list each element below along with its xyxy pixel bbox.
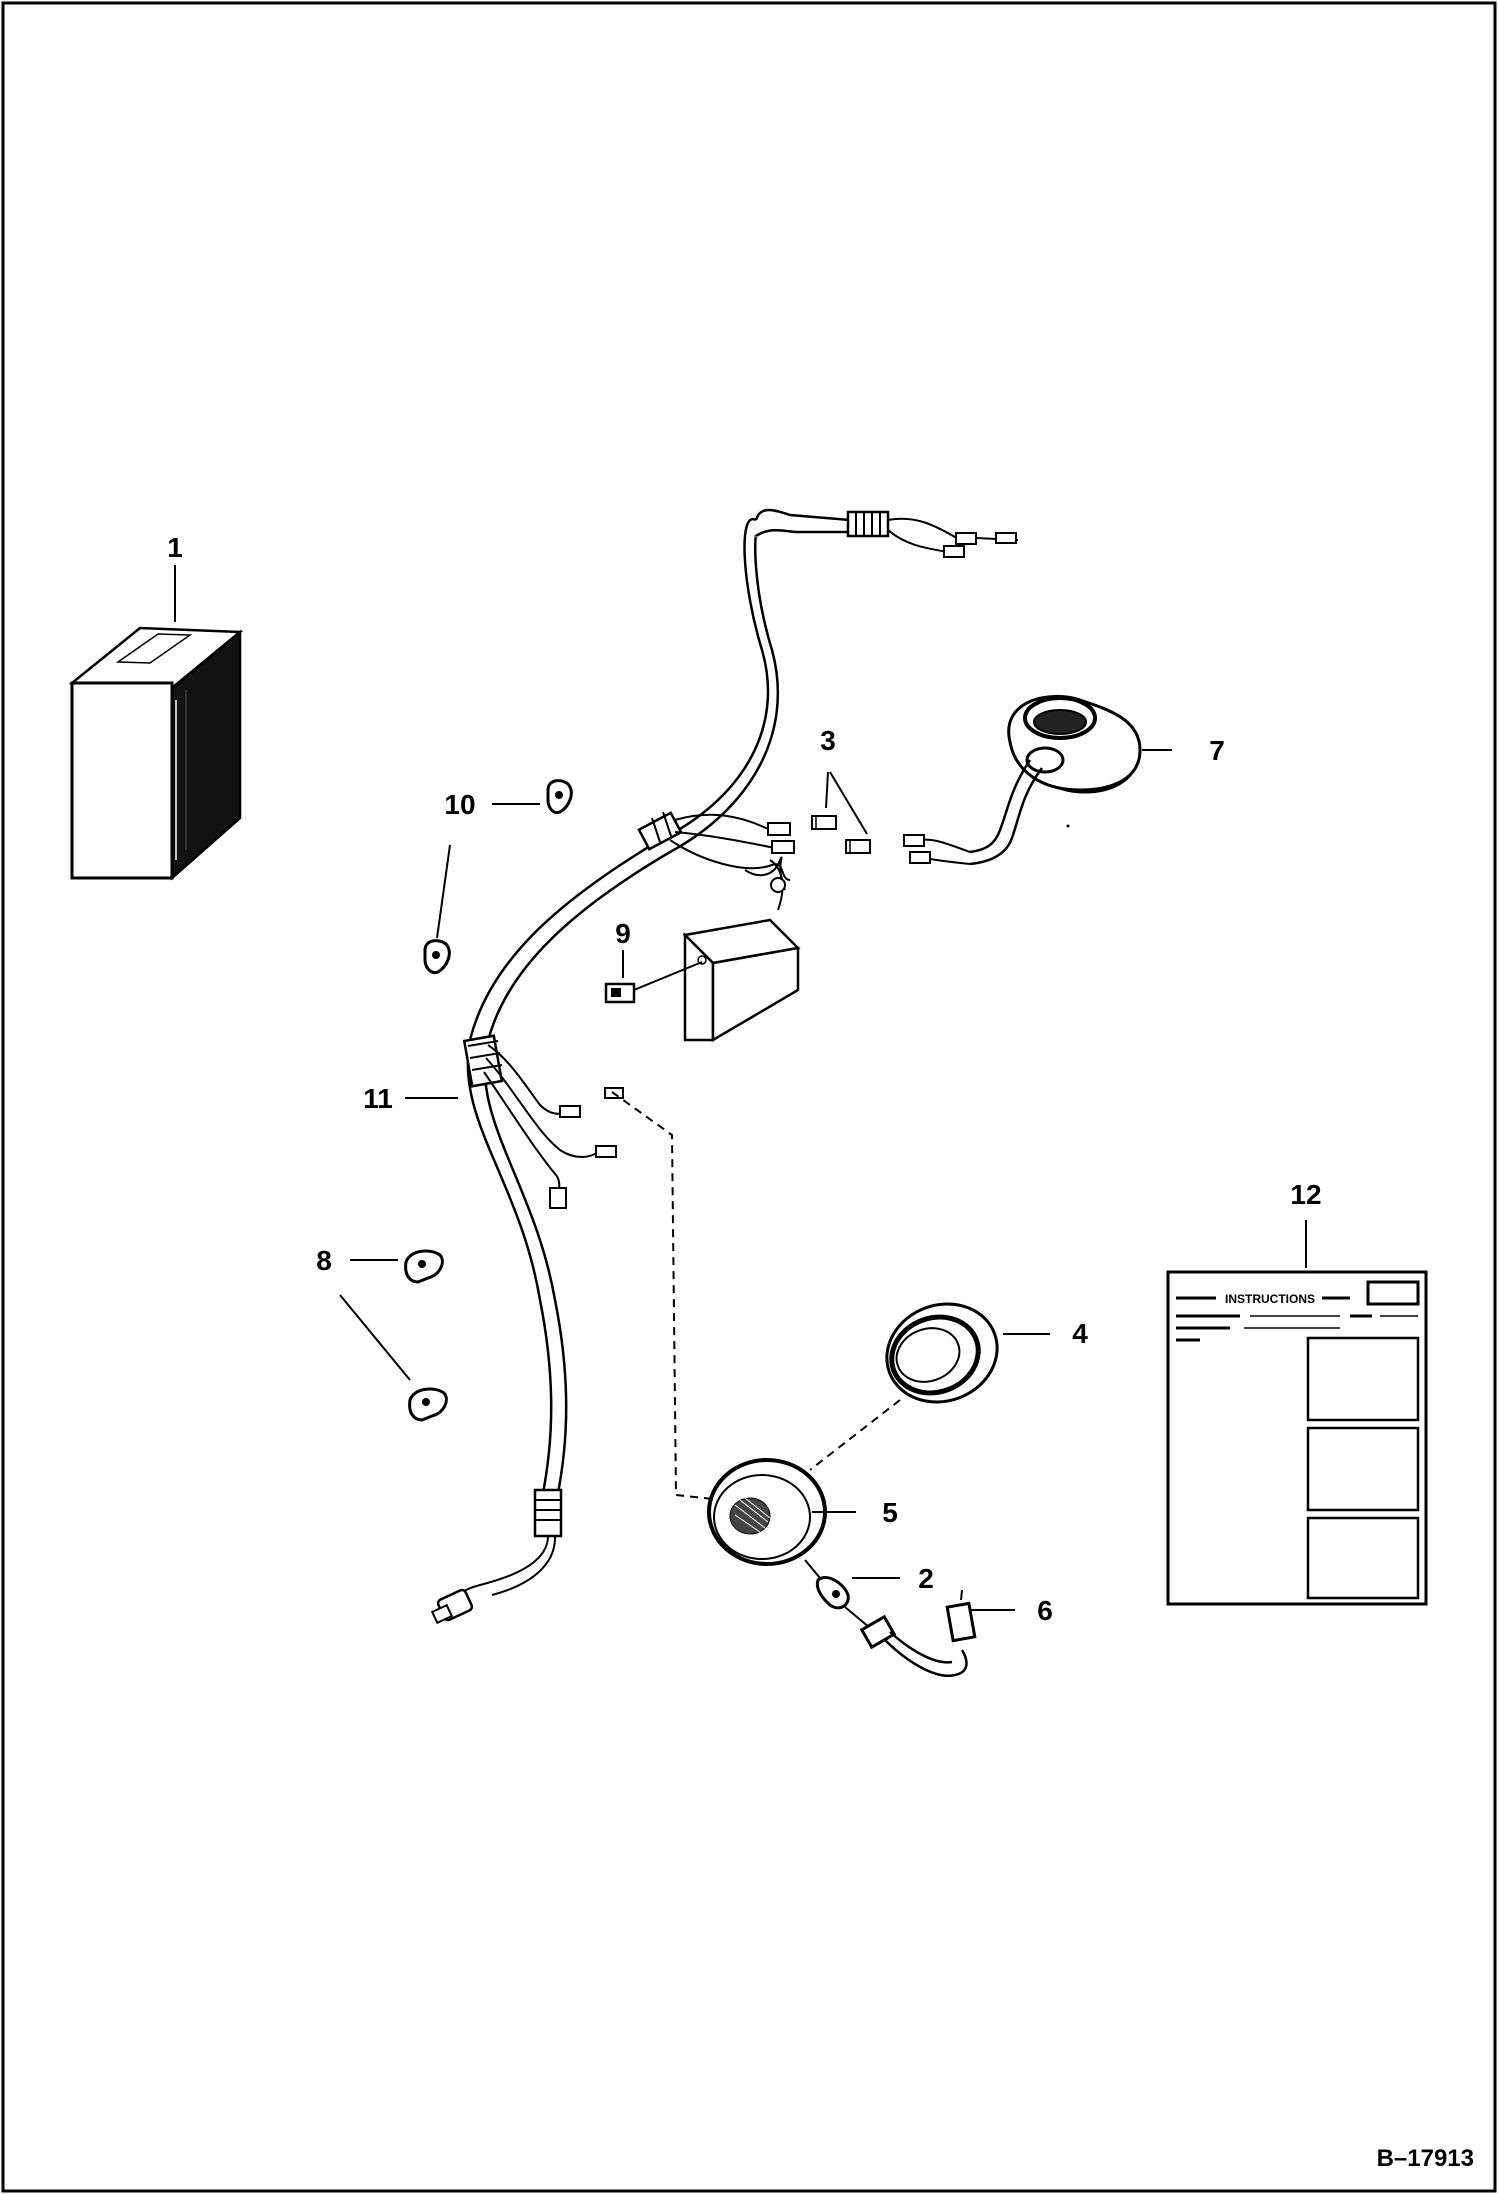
flasher-part-7 bbox=[903, 694, 1142, 866]
bracket-part-9 bbox=[604, 918, 801, 1043]
light-part-5 bbox=[707, 1458, 827, 1566]
callout-5: 5 bbox=[882, 1497, 898, 1528]
leader-line-8b bbox=[339, 1294, 411, 1381]
clip-part-10 bbox=[423, 779, 573, 975]
callout-8: 8 bbox=[316, 1245, 332, 1276]
leader-line-10b bbox=[436, 844, 451, 939]
leader-line-3a bbox=[825, 771, 829, 809]
bulb-part-2 bbox=[804, 1559, 850, 1610]
callout-1: 1 bbox=[167, 532, 183, 563]
clamp-part-8 bbox=[404, 1249, 448, 1422]
leader-line-3b bbox=[829, 771, 868, 835]
callout-12: 12 bbox=[1290, 1179, 1321, 1210]
callout-4: 4 bbox=[1072, 1318, 1088, 1349]
battery-part bbox=[68, 626, 244, 881]
socket-part-6 bbox=[844, 1589, 977, 1678]
connector-part-3 bbox=[811, 815, 871, 854]
callout-10: 10 bbox=[444, 789, 475, 820]
wiring-harness bbox=[430, 508, 1019, 1625]
callout-6: 6 bbox=[1037, 1595, 1053, 1626]
light-housing-part-4 bbox=[885, 1302, 999, 1404]
callout-7: 7 bbox=[1209, 735, 1225, 766]
dashed-connection-harness-light bbox=[611, 1091, 723, 1501]
dashed-connection-housing-light bbox=[809, 1399, 901, 1471]
callout-2: 2 bbox=[918, 1563, 934, 1594]
callout-3: 3 bbox=[820, 725, 836, 756]
callout-9: 9 bbox=[615, 918, 631, 949]
instructions-sheet-part-12: INSTRUCTIONS bbox=[1166, 1270, 1428, 1606]
figure-id: B–17913 bbox=[1377, 2145, 1474, 2172]
callout-11: 11 bbox=[363, 1083, 393, 1114]
instructions-title: INSTRUCTIONS bbox=[1225, 1292, 1315, 1306]
